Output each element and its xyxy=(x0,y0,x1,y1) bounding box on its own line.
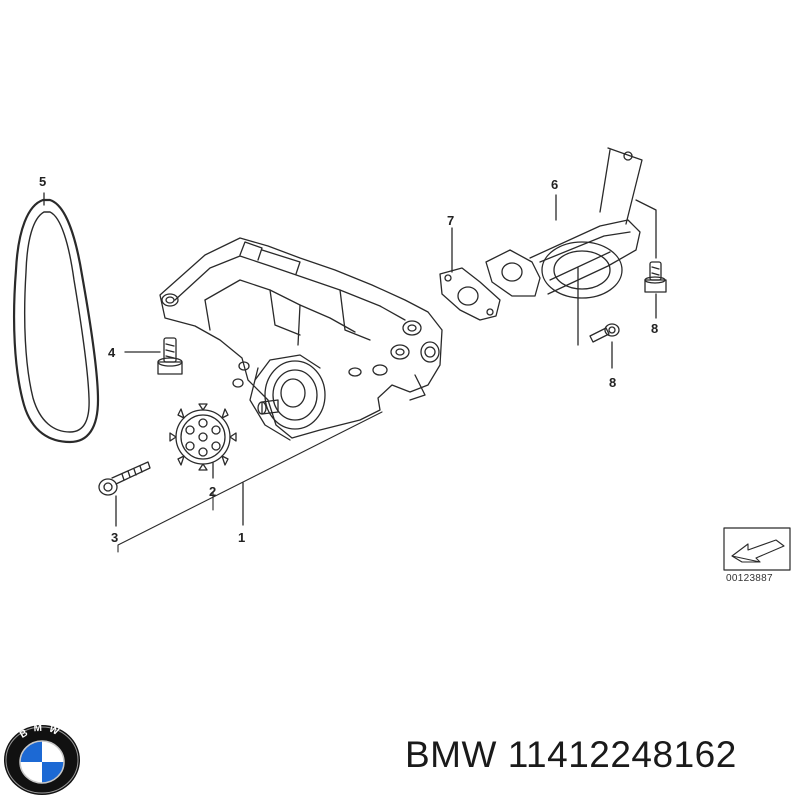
oil-pump-body xyxy=(159,237,443,441)
bolt-8a xyxy=(644,261,667,293)
gasket xyxy=(439,267,501,321)
oil-pickup-pipe xyxy=(485,147,643,299)
bolt-8b xyxy=(589,323,620,343)
leader-line-8a xyxy=(635,199,657,259)
bolt-short xyxy=(157,337,183,375)
callout-5: 5 xyxy=(39,174,47,189)
callout-2: 2 xyxy=(209,484,217,499)
callout-4: 4 xyxy=(108,345,116,360)
timing-chain xyxy=(12,198,100,444)
leader-line-group xyxy=(117,411,383,553)
callout-3: 3 xyxy=(111,530,119,545)
callout-6: 6 xyxy=(551,177,559,192)
orientation-arrow-icon xyxy=(723,527,791,571)
callout-7: 7 xyxy=(447,213,455,228)
bolt-long xyxy=(98,461,151,496)
part-number-caption: BMW 11412248162 xyxy=(405,734,737,775)
callout-1: 1 xyxy=(238,530,246,545)
callout-8b: 8 xyxy=(609,375,617,390)
callout-8a: 8 xyxy=(651,321,659,336)
diagram-reference-id: 00123887 xyxy=(726,573,773,584)
sprocket xyxy=(169,403,237,471)
bmw-roundel-icon: BMW xyxy=(4,723,80,795)
